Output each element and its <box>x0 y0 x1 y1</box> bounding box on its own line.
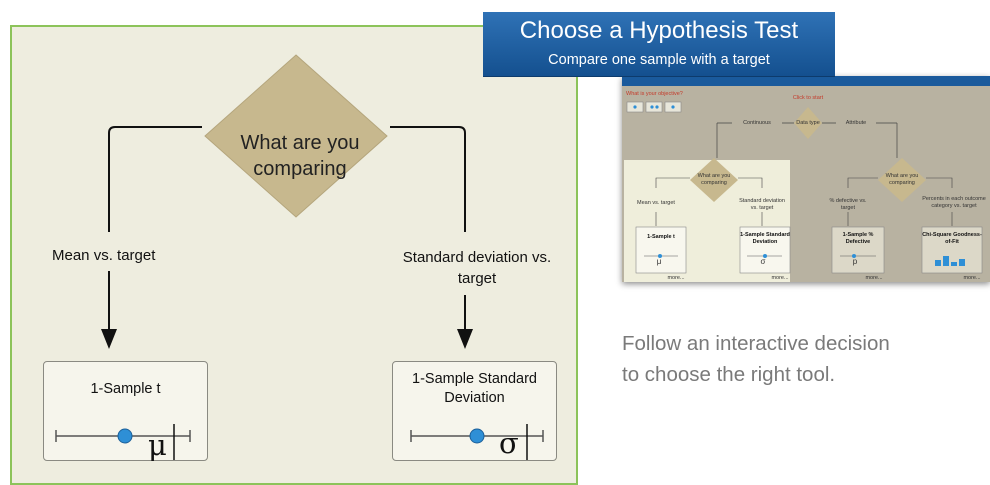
thumb-tool-chi-square: Chi-Square Goodness-of-Fit <box>922 232 982 245</box>
thumb-more-link[interactable]: more... <box>771 275 789 281</box>
thumb-more-link[interactable]: more... <box>865 275 883 281</box>
tool-card-title: 1-Sample Standard Deviation <box>412 371 537 406</box>
thumb-continuous: Continuous <box>732 120 782 127</box>
thumb-left-question: What are you comparing <box>697 173 731 186</box>
thumb-click-to-start[interactable]: Click to start <box>792 95 824 101</box>
distribution-line-icon <box>410 424 544 460</box>
thumb-pct-defective: % defective vs. target <box>826 198 870 211</box>
distribution-line-icon <box>55 424 191 460</box>
thumb-mu-symbol: μ <box>656 257 662 266</box>
title-banner: Choose a Hypothesis Test Compare one sam… <box>483 12 835 77</box>
thumb-tool-1-sample-sd: 1-Sample Standard Deviation <box>740 232 790 245</box>
thumb-tool-1-sample-t: 1-Sample t <box>647 234 675 240</box>
description-text: Follow an interactive decision to choose… <box>622 328 990 390</box>
thumbnail-diagram <box>626 101 983 274</box>
tool-card-title: 1-Sample t <box>90 381 161 397</box>
description-line-1: Follow an interactive decision <box>622 332 890 355</box>
branch-label-stddev: Standard deviation vs. target <box>402 249 552 287</box>
branch-label-mean: Mean vs. target <box>52 247 156 264</box>
thumb-more-link[interactable]: more... <box>667 275 685 281</box>
thumb-mean-vs-target: Mean vs. target <box>636 200 676 207</box>
thumb-right-question: What are you comparing <box>885 173 919 186</box>
thumbnail-header-bar <box>622 76 990 86</box>
banner-subtitle: Compare one sample with a target <box>548 52 770 68</box>
tool-card-1-sample-sd[interactable]: 1-Sample Standard Deviation σ <box>392 361 557 461</box>
description-line-2: to choose the right tool. <box>622 363 836 386</box>
mu-symbol: μ <box>148 428 167 462</box>
thumb-objective-prompt: What is your objective? <box>626 91 683 97</box>
question-diamond <box>204 54 388 218</box>
thumb-sd-vs-target: Standard deviation vs. target <box>736 198 788 211</box>
thumb-p-symbol: p <box>852 257 858 266</box>
question-text: What are you comparing <box>240 132 360 180</box>
thumb-sigma-symbol: σ <box>760 257 766 266</box>
tool-card-1-sample-t[interactable]: 1-Sample t μ <box>43 361 208 462</box>
thumb-data-type: Data type <box>796 120 820 126</box>
thumb-more-link[interactable]: more... <box>963 275 981 281</box>
flowchart-connectors <box>101 54 473 349</box>
flowchart-panel: What are you comparing Mean vs. target S… <box>10 25 578 485</box>
decision-tree-thumbnail[interactable]: What is your objective? Click to start D… <box>622 76 990 282</box>
thumb-tool-pct-defective: 1-Sample % Defective <box>842 232 874 245</box>
thumb-pct-category: Percents in each outcome category vs. ta… <box>918 196 990 209</box>
banner-title: Choose a Hypothesis Test <box>519 17 799 44</box>
sigma-symbol: σ <box>499 426 519 460</box>
thumb-attribute: Attribute <box>836 120 876 127</box>
